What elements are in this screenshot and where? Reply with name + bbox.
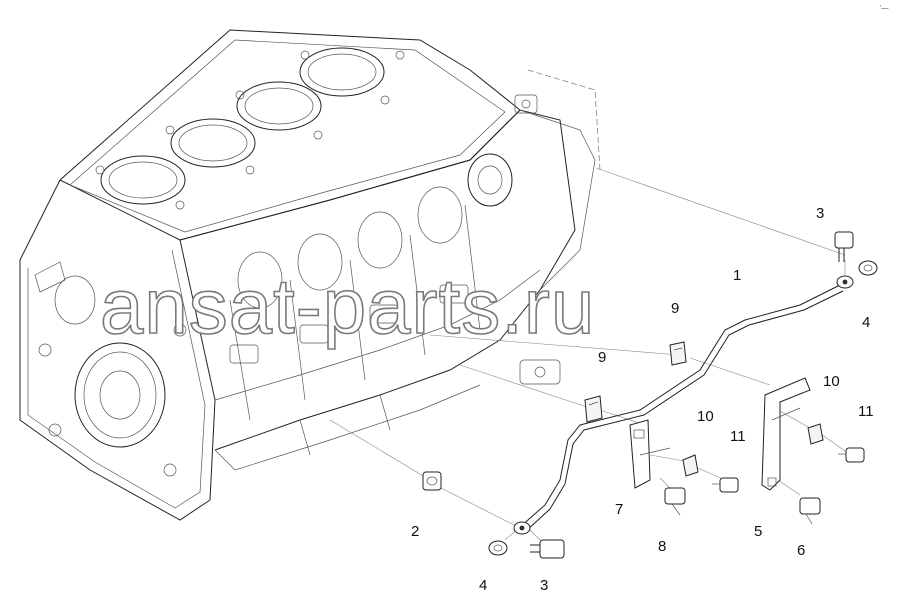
callout-labels: 1 2 3 3 4 4 5 6 7 8 9 9 10 10 11 11 xyxy=(411,205,874,594)
oil-pipe xyxy=(513,275,854,535)
callout-9-lower: 9 xyxy=(598,349,606,366)
callout-10-left: 10 xyxy=(697,408,714,425)
callout-11-left: 11 xyxy=(730,428,746,445)
watermark-text: ansat-parts.ru xyxy=(100,262,595,350)
callout-6: 6 xyxy=(797,542,805,559)
callout-9-upper: 9 xyxy=(671,300,679,317)
callout-3-bottom: 3 xyxy=(540,577,548,594)
clip-nuts xyxy=(682,423,824,477)
bolts xyxy=(664,447,865,525)
bracket-large xyxy=(761,377,811,491)
callout-5: 5 xyxy=(754,523,762,540)
adapter-fitting xyxy=(422,471,442,491)
bracket-small xyxy=(629,419,671,489)
leader-lines xyxy=(329,167,849,546)
sealing-washers xyxy=(488,260,878,556)
engine-block xyxy=(19,29,601,521)
callout-2: 2 xyxy=(411,523,419,540)
callout-7: 7 xyxy=(615,501,623,518)
callout-10-right: 10 xyxy=(823,373,840,390)
union-bolts xyxy=(530,231,854,559)
corner-mark: ‘— xyxy=(880,5,889,12)
callout-8: 8 xyxy=(658,538,666,555)
callout-11-right: 11 xyxy=(858,403,874,420)
callout-4-right: 4 xyxy=(862,314,870,331)
callout-4-bottom: 4 xyxy=(479,577,487,594)
clamps xyxy=(584,341,687,423)
callout-3-top: 3 xyxy=(816,205,824,222)
callout-1: 1 xyxy=(733,267,741,284)
